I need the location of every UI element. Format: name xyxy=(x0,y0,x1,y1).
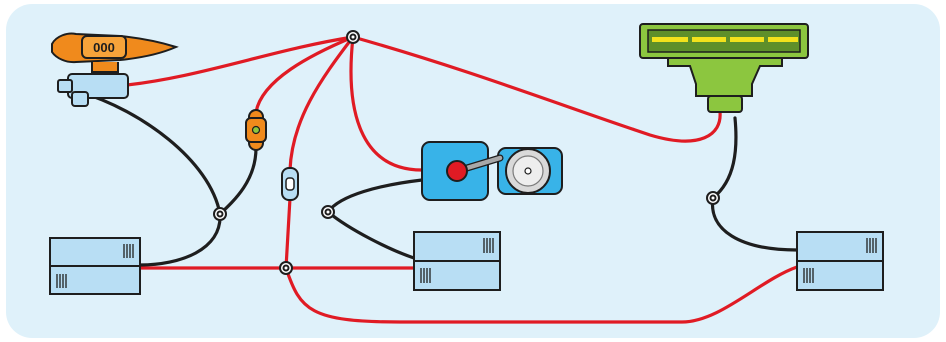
red-wire-switch-to-hub xyxy=(116,35,355,88)
red-wire-hub-to-button xyxy=(288,35,355,172)
black-wire-junction-to-battery-middle xyxy=(326,210,416,260)
junction-right-black[interactable] xyxy=(706,191,720,205)
black-wire-switch-to-junction xyxy=(78,90,222,216)
battery-middle[interactable] xyxy=(413,231,501,291)
junction-bottom-red[interactable] xyxy=(279,261,293,275)
junction-left-black[interactable] xyxy=(213,207,227,221)
junction-nodes xyxy=(213,30,720,275)
red-wires xyxy=(116,35,799,324)
red-wire-hub-to-motor xyxy=(349,35,424,172)
black-wire-speaker-to-junction xyxy=(711,116,738,200)
red-wire-hub-to-led xyxy=(254,35,355,114)
black-wire-motor-to-junction xyxy=(326,178,424,214)
fan-label: 000 xyxy=(93,40,115,55)
push-button-icon[interactable] xyxy=(281,167,299,201)
battery-left[interactable] xyxy=(49,237,141,295)
fan-icon[interactable]: 000 xyxy=(51,32,179,73)
battery-right[interactable] xyxy=(796,231,884,291)
motor-icon[interactable] xyxy=(421,141,563,201)
red-wire-junction-to-battery-right xyxy=(284,265,799,324)
black-wire-led-to-junction xyxy=(218,146,258,216)
junction-middle-black[interactable] xyxy=(321,205,335,219)
speaker-icon[interactable] xyxy=(639,23,809,113)
junction-hub-top[interactable] xyxy=(346,30,360,44)
red-wire-hub-to-speaker xyxy=(351,35,722,143)
black-wire-junction-to-battery-left xyxy=(138,212,222,267)
switch-icon[interactable] xyxy=(57,73,129,107)
black-wire-junction-to-battery-right xyxy=(710,196,799,252)
led-icon[interactable] xyxy=(245,109,267,151)
red-wire-button-to-junction xyxy=(284,196,292,270)
